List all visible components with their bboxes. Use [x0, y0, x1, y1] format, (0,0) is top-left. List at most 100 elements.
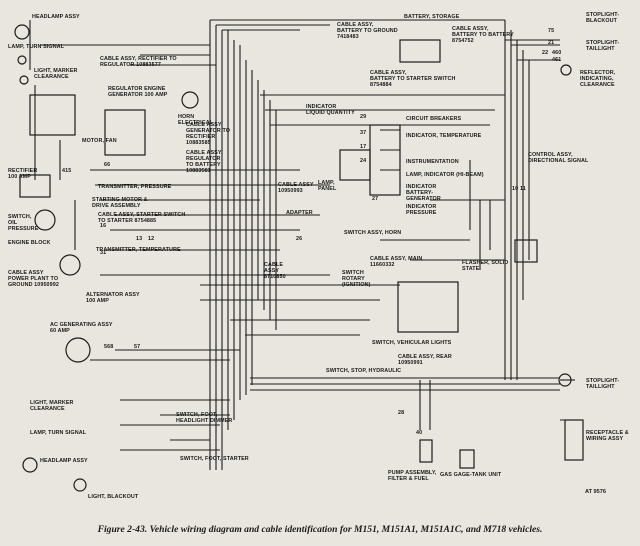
wire-number: 22	[542, 50, 549, 56]
label-switch-rotary: SWITCH ROTARY (IGNITION)	[342, 270, 371, 288]
pump-box	[419, 439, 433, 463]
wire-number: 11	[520, 186, 526, 192]
reflector-icon	[560, 64, 572, 76]
label-cable-power-plant: CABLE ASSY POWER PLANT TO GROUND 1095099…	[8, 270, 59, 288]
label-indicator-battery: INDICATOR BATTERY- GENERATOR	[406, 184, 441, 202]
label-cable-generator-rectifier: CABLE ASSY, GENERATOR TO RECTIFIER 10883…	[186, 122, 231, 146]
label-battery-storage: BATTERY, STORAGE	[404, 14, 460, 20]
label-marker-bot: LIGHT, MARKER CLEARANCE	[30, 400, 74, 412]
label-switch-foot-headlight: SWITCH, FOOT, HEADLIGHT DIMMER	[176, 412, 233, 424]
label-lamp-panel: LAMP, PANEL	[318, 180, 337, 192]
label-transmitter-pressure: TRANSMITTER, PRESSURE	[98, 184, 172, 190]
label-flasher: FLASHER, SOLID STATE	[462, 260, 509, 272]
flasher-box	[514, 239, 538, 263]
wire-number: 57	[134, 344, 141, 350]
wire-number: 17	[360, 144, 367, 150]
wire-number: 21	[548, 40, 555, 46]
battery-box	[399, 39, 441, 63]
label-cable-battery-starter: CABLE ASSY, BATTERY TO STARTER SWITCH 87…	[370, 70, 456, 88]
regulator-engine-box	[104, 109, 146, 156]
label-indicator-liquid: INDICATOR LIQUID QUANTITY	[306, 104, 355, 116]
wire-number: 13	[136, 236, 143, 242]
label-reflector: REFLECTOR, INDICATING, CLEARANCE	[580, 70, 616, 88]
label-marker-top: LIGHT, MARKER CLEARANCE	[34, 68, 78, 80]
label-light-blackout: LIGHT, BLACKOUT	[88, 494, 139, 500]
label-receptacle: RECEPTACLE & WIRING ASSY	[586, 430, 629, 442]
label-instrumentation: INSTRUMENTATION	[406, 159, 459, 165]
wire-number: 415	[62, 168, 72, 174]
label-indicator-pressure: INDICATOR PRESSURE	[406, 204, 437, 216]
label-horn: HORN ELECTRICAL	[178, 114, 214, 126]
label-switch-foot-starter: SWITCH, FOOT, STARTER	[180, 456, 249, 462]
label-switch-stop-hydraulic: SWITCH, STOP, HYDRAULIC	[326, 368, 402, 374]
wire-number: 27	[372, 196, 379, 202]
wire-number: 40	[416, 430, 423, 436]
wire-number: 461	[552, 57, 562, 63]
turn-signal-icon	[17, 55, 27, 65]
label-stoplight-blackout: STOPLIGHT- BLACKOUT	[586, 12, 620, 24]
instrument-panel-box	[339, 149, 371, 181]
label-regulator-engine: REGULATOR ENGINE GENERATOR 100 AMP	[108, 86, 168, 98]
label-pump-assembly: PUMP ASSEMBLY, FILTER & FUEL	[388, 470, 437, 482]
label-starting-motor: STARTING MOTOR & DRIVE ASSEMBLY	[92, 197, 148, 209]
label-cable-battery-battery: CABLE ASSY, BATTERY TO BATTERY 8754752	[452, 26, 514, 44]
wire-number: 24	[360, 158, 367, 164]
label-turn-signal-top: LAMP, TURN SIGNAL	[8, 44, 65, 50]
wire-number: 28	[398, 410, 405, 416]
label-cable-battery-ground: CABLE ASSY, BATTERY TO GROUND 7418483	[337, 22, 398, 40]
wire-number: 460	[552, 50, 562, 56]
label-alternator: ALTERNATOR ASSY 100 AMP	[86, 292, 140, 304]
stoplight-icon	[558, 373, 572, 387]
alternator-icon	[59, 254, 81, 276]
label-cable-8710850: CABLE ASSY 8710850	[264, 262, 286, 280]
wire-number: 568	[104, 344, 114, 350]
wire-number: 12	[148, 236, 155, 242]
wire-number: 66	[104, 162, 111, 168]
label-cable-regulator-battery: CABLE ASSY, REGULATOR TO BATTERY 1088358…	[186, 150, 223, 174]
label-turn-signal-bot: LAMP, TURN SIGNAL	[30, 430, 87, 436]
horn-icon	[181, 91, 199, 109]
label-cable-rectifier-regulator: CABLE ASSY, RECTIFIER TO REGULATOR 10883…	[100, 56, 177, 68]
label-headlamp-top: HEADLAMP ASSY	[32, 14, 80, 20]
label-headlamp-bot: HEADLAMP ASSY	[40, 458, 88, 464]
label-cable-rear: CABLE ASSY, REAR 10950991	[398, 354, 452, 366]
label-engine-block: ENGINE BLOCK	[8, 240, 51, 246]
label-transmitter-temp: TRANSMITTER, TEMPERATURE	[96, 247, 181, 253]
wire-number: 10	[512, 186, 519, 192]
receptacle-box	[564, 419, 584, 461]
gas-gage-box	[459, 449, 475, 469]
reference-tag: AT 9576	[584, 489, 606, 495]
wire-number: 31	[100, 250, 107, 256]
regulator-box	[29, 94, 76, 136]
rectifier-box	[19, 174, 51, 198]
marker-light-icon	[19, 75, 29, 85]
label-cable-main: CABLE ASSY, MAIN 11660332	[370, 256, 423, 268]
headlamp-icon	[14, 24, 30, 40]
label-circuit-breakers: CIRCUIT BREAKERS	[406, 116, 462, 122]
blackout-light-icon	[73, 478, 87, 492]
figure-caption: Figure 2-43. Vehicle wiring diagram and …	[97, 524, 543, 535]
engine-block-icon	[34, 209, 56, 231]
label-motor-fan: MOTOR, FAN	[82, 138, 117, 144]
wire-number: 29	[360, 114, 367, 120]
rotary-switch-box	[397, 281, 459, 333]
wire-number: 16	[100, 223, 107, 229]
label-switch-oil: SWITCH, OIL PRESSURE	[8, 214, 39, 232]
components	[14, 24, 584, 492]
label-stoplight-taillight-bot: STOPLIGHT- TAILLIGHT	[586, 378, 620, 390]
label-indicator-temperature: INDICATOR, TEMPERATURE	[406, 133, 482, 139]
label-stoplight-taillight-top: STOPLIGHT- TAILLIGHT	[586, 40, 620, 52]
headlamp-bottom-icon	[22, 457, 38, 473]
label-switch-horn: SWITCH ASSY, HORN	[344, 230, 402, 236]
label-lamp-hibeam: LAMP, INDICATOR (HI-BEAM)	[406, 172, 484, 178]
wire-number: 75	[548, 28, 555, 34]
label-cable-10950993: CABLE ASSY 10950993	[278, 182, 314, 194]
label-rectifier: RECTIFIER 100 AMP	[8, 168, 38, 180]
ac-generator-icon	[65, 337, 91, 363]
label-switch-vehicular: SWITCH, VEHICULAR LIGHTS	[372, 340, 452, 346]
label-ac-generating: AC GENERATING ASSY 60 AMP	[50, 322, 113, 334]
wire-number: 26	[296, 236, 303, 242]
label-gas-gage: GAS GAGE-TANK UNIT	[440, 472, 502, 478]
